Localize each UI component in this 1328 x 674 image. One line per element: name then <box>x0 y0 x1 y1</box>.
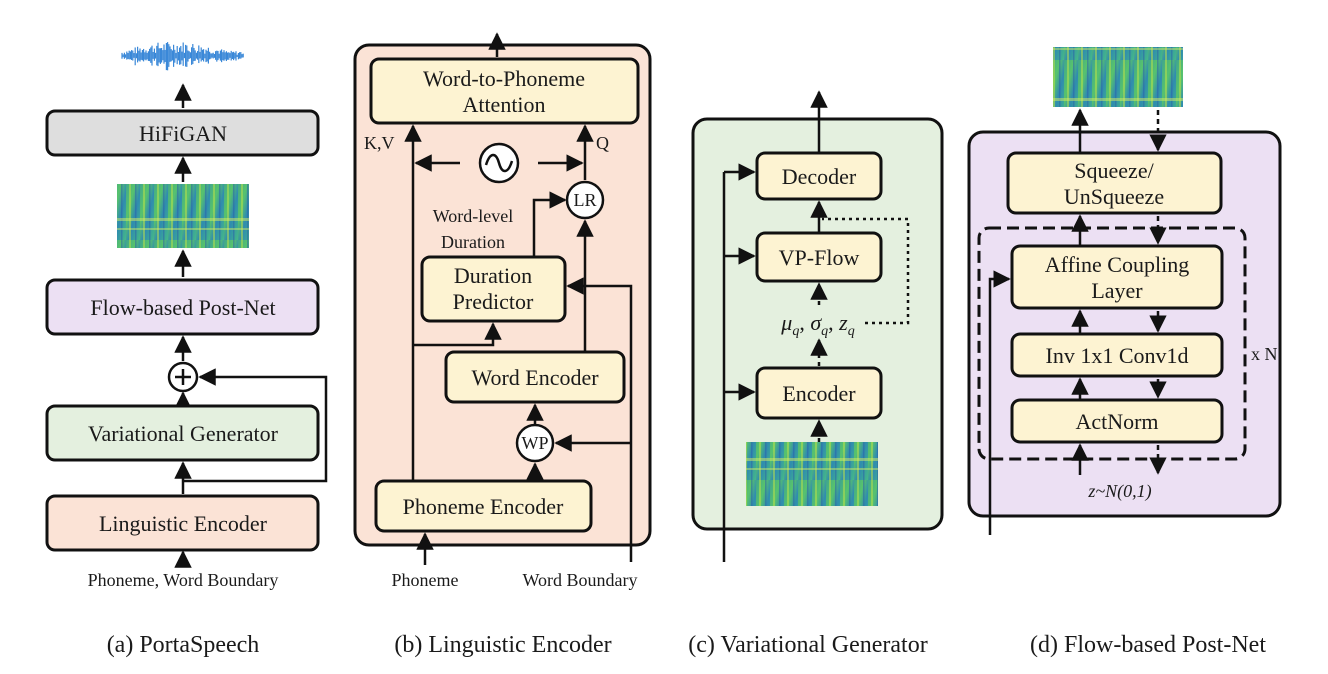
duration-predictor-box: Duration Predictor <box>420 255 567 323</box>
panel-c-caption: (c) Variational Generator <box>688 632 927 658</box>
squeeze-label-line2: UnSqueeze <box>1064 184 1164 209</box>
predictor-label-line2: Predictor <box>453 289 534 314</box>
vpflow-box: VP-Flow <box>755 231 883 283</box>
latent-variables-label: μq, σq, zq <box>780 310 854 339</box>
encoder-box: Encoder <box>755 366 883 420</box>
duration-label-line1: Word-level <box>433 206 514 226</box>
predictor-label-line1: Duration <box>454 263 532 288</box>
hifigan-label: HiFiGAN <box>139 121 227 146</box>
panel-d: Squeeze/ UnSqueeze x N Affine Coupling L… <box>967 47 1282 658</box>
panel-a-input-label: Phoneme, Word Boundary <box>88 570 279 590</box>
sinusoid-icon <box>478 142 520 184</box>
panel-b: Word-to-Phoneme Attention K,V Q LR Word-… <box>353 32 652 658</box>
panel-a: HiFiGAN Flow-based Post-Net Variational … <box>45 42 328 658</box>
affine-label-line1: Affine Coupling <box>1045 252 1189 277</box>
actnorm-box: ActNorm <box>1010 398 1224 444</box>
vpflow-label: VP-Flow <box>779 245 860 270</box>
encoder-label: Encoder <box>782 381 856 406</box>
variational-generator-container <box>691 117 944 531</box>
lr-node: LR <box>565 180 605 220</box>
waveform-icon <box>121 42 244 71</box>
affine-label-line2: Layer <box>1091 278 1143 303</box>
actnorm-label: ActNorm <box>1075 409 1158 434</box>
input-word-boundary-label: Word Boundary <box>522 570 637 590</box>
squeeze-label-line1: Squeeze/ <box>1074 158 1154 183</box>
linguistic-encoder-box: Linguistic Encoder <box>45 494 320 552</box>
attention-label-line1: Word-to-Phoneme <box>423 66 585 91</box>
q-label: Q <box>596 133 609 153</box>
variational-generator-box: Variational Generator <box>45 404 320 462</box>
phoneme-encoder-box: Phoneme Encoder <box>374 479 593 533</box>
prior-label: z~N(0,1) <box>1087 481 1151 502</box>
postnet-box: Flow-based Post-Net <box>45 278 320 336</box>
decoder-label: Decoder <box>782 164 857 189</box>
lr-label: LR <box>573 190 596 210</box>
word-encoder-box: Word Encoder <box>444 350 626 404</box>
decoder-box: Decoder <box>755 151 883 201</box>
mel-spectrogram-icon <box>746 442 878 506</box>
phoneme-encoder-label: Phoneme Encoder <box>403 494 564 519</box>
postnet-label: Flow-based Post-Net <box>90 295 275 320</box>
input-phoneme-label: Phoneme <box>392 570 459 590</box>
panel-c: Decoder VP-Flow μq, σq, zq Encoder (c) V… <box>688 90 944 658</box>
word-encoder-label: Word Encoder <box>471 365 599 390</box>
w2p-attention-box: Word-to-Phoneme Attention <box>369 57 640 125</box>
sum-node <box>167 361 199 393</box>
repeat-label: x N <box>1251 344 1278 364</box>
inv-conv-box: Inv 1x1 Conv1d <box>1010 332 1224 378</box>
flow-step-group <box>977 226 1247 461</box>
panel-d-caption: (d) Flow-based Post-Net <box>1030 632 1266 658</box>
duration-label-line2: Duration <box>441 232 505 252</box>
wp-node: WP <box>515 423 555 463</box>
hifigan-box: HiFiGAN <box>45 109 320 157</box>
panel-b-caption: (b) Linguistic Encoder <box>394 632 611 658</box>
panel-a-caption: (a) PortaSpeech <box>107 632 260 658</box>
variational-generator-label: Variational Generator <box>88 421 279 446</box>
attention-label-line2: Attention <box>462 92 545 117</box>
squeeze-box: Squeeze/ UnSqueeze <box>1006 151 1223 215</box>
linguistic-encoder-label: Linguistic Encoder <box>99 511 268 536</box>
kv-label: K,V <box>364 133 395 153</box>
inv-conv-label: Inv 1x1 Conv1d <box>1046 343 1189 368</box>
wp-label: WP <box>522 433 549 453</box>
mel-spectrogram-icon <box>117 184 249 248</box>
affine-coupling-box: Affine Coupling Layer <box>1010 244 1224 310</box>
mel-spectrogram-icon <box>1053 47 1183 107</box>
